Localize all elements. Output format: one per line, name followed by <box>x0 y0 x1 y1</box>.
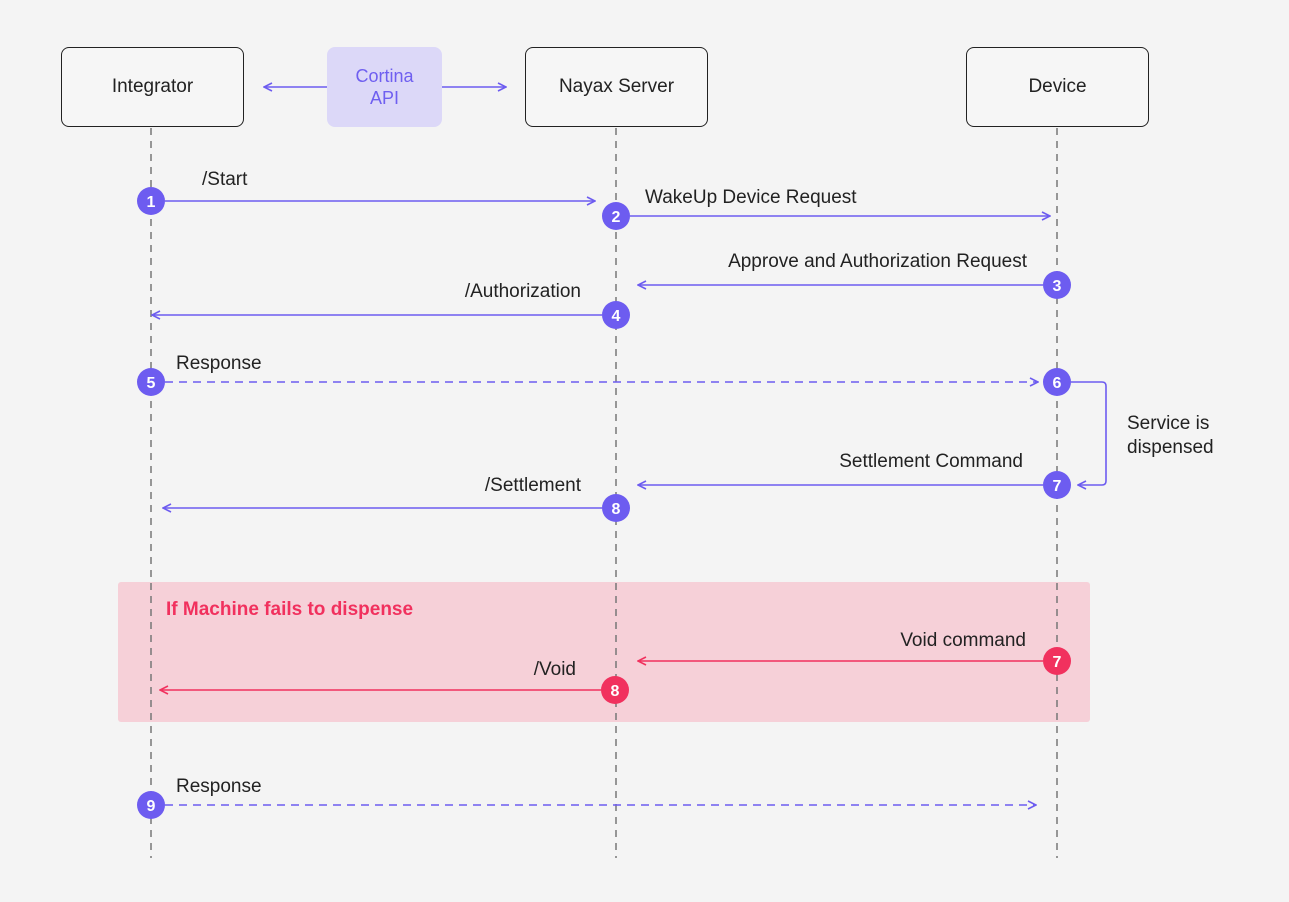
label-response-1: Response <box>176 353 262 374</box>
step-badge-9-text: 9 <box>147 798 156 815</box>
step-badge-4-text: 4 <box>612 308 621 325</box>
step-badge-8-void: 8 <box>601 676 629 704</box>
cortina-api-line1: Cortina <box>355 66 414 86</box>
service-dispensed-line2: dispensed <box>1127 437 1214 458</box>
participant-nayax-server-label: Nayax Server <box>558 76 675 97</box>
participant-device-label: Device <box>1028 76 1087 97</box>
step-badge-5-text: 5 <box>147 375 156 392</box>
participant-nayax-server[interactable]: Nayax Server <box>525 47 708 127</box>
fail-region <box>118 582 1090 722</box>
step-badge-2: 2 <box>602 202 630 230</box>
label-settlement: /Settlement <box>484 475 581 496</box>
step-badge-1-text: 1 <box>147 194 156 211</box>
arrow-service-dispensed <box>1071 381 1107 485</box>
step-badge-8-text: 8 <box>612 501 621 518</box>
step-badge-8: 8 <box>602 494 630 522</box>
step-badge-9: 9 <box>137 791 165 819</box>
service-dispensed-note: Service is dispensed <box>1127 412 1214 460</box>
step-badge-2-text: 2 <box>612 209 621 226</box>
label-start: /Start <box>202 169 248 190</box>
step-badge-7-void-text: 7 <box>1053 654 1062 671</box>
cortina-api-box[interactable]: Cortina API <box>327 47 442 127</box>
label-wakeup: WakeUp Device Request <box>645 187 857 208</box>
label-settlement-command: Settlement Command <box>839 451 1023 472</box>
step-badge-8-void-text: 8 <box>611 683 620 700</box>
label-authorization: /Authorization <box>464 281 581 302</box>
fail-region-title: If Machine fails to dispense <box>166 599 414 620</box>
label-void: /Void <box>533 659 576 680</box>
step-badge-3: 3 <box>1043 271 1071 299</box>
label-void-command: Void command <box>900 630 1026 651</box>
step-badge-7-void: 7 <box>1043 647 1071 675</box>
step-badge-7: 7 <box>1043 471 1071 499</box>
cortina-api-line2: API <box>369 88 399 108</box>
step-badge-1: 1 <box>137 187 165 215</box>
participant-device[interactable]: Device <box>966 47 1149 127</box>
step-badge-7-text: 7 <box>1053 478 1062 495</box>
service-dispensed-line1: Service is <box>1127 413 1210 434</box>
label-response-2: Response <box>176 776 262 797</box>
participant-integrator[interactable]: Integrator <box>61 47 244 127</box>
step-badge-6: 6 <box>1043 368 1071 396</box>
step-badge-3-text: 3 <box>1053 278 1062 295</box>
step-badge-4: 4 <box>602 301 630 329</box>
participant-integrator-label: Integrator <box>111 76 194 97</box>
step-badge-5: 5 <box>137 368 165 396</box>
label-approve: Approve and Authorization Request <box>728 251 1027 272</box>
step-badge-6-text: 6 <box>1053 375 1062 392</box>
